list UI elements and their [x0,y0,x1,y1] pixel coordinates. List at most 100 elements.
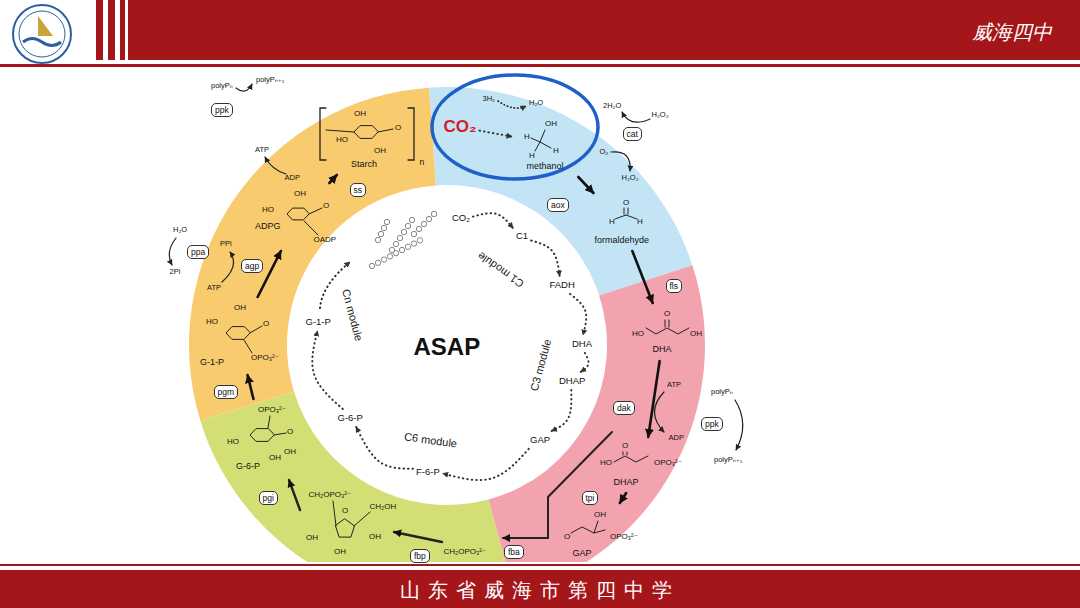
atom-label: HO [262,206,274,215]
enzyme-box: cat [623,127,642,141]
sugar-ring [250,429,274,442]
footer-line [0,564,1080,566]
node-text: G-6-P [236,461,260,471]
atom-label: O [623,199,629,208]
enzyme-box: fbp [410,549,430,563]
node-text: fba [508,547,520,557]
starch-granule-icon [384,219,389,224]
node-text: pgi [263,493,274,503]
molecule: formaldehyde [588,196,654,248]
cofactor-label: PPi [220,240,232,248]
atom-label: OH [594,511,606,520]
atom-label: H [553,147,559,156]
node-text: formaldehyde [595,235,650,245]
atom-label: H [637,218,643,227]
node-text: ppk [705,419,719,429]
bond-line [614,452,648,462]
school-name-mark: 威海四中 [972,21,1052,43]
atom-label: HO [206,318,218,327]
bond-line [244,326,262,353]
node-text: pgm [218,387,235,397]
node-text: methanol [527,161,564,171]
atom-label: HO [227,438,239,447]
node-text: GAP [573,548,592,558]
enzyme-box: ppk [701,417,723,431]
dotted-arrow [552,390,572,431]
node-text: cat [627,129,638,139]
starch-granule-icon [381,225,386,230]
molecule: Starch [318,106,422,172]
cofactor-label: 2H₂O [603,102,621,110]
enzyme-box: ppk [211,103,233,117]
starch-granule-icon [411,231,416,236]
atom-label: OPO₃²⁻ [610,533,638,542]
module-intermediate: DHAP [559,375,585,387]
polymer-bracket [320,108,414,160]
cofactor-label: ADP [285,174,300,182]
node-text: Starch [351,159,377,169]
module-label: C3 module [527,338,552,393]
atom-label: OPO₃²⁻ [654,459,682,468]
cofactor-label: polyPₙ₊₁ [256,76,284,84]
header-stripe [120,0,125,60]
module-intermediate: GAP [530,434,550,446]
atom-label: O [564,533,570,542]
cofactor-label: 3H₂ [483,95,496,103]
module-label: Cn module [339,288,364,343]
bond-line [615,208,637,219]
starch-granule-icon [397,235,402,240]
dotted-arrow [498,101,526,108]
cycle-arrow [236,84,252,91]
node-text: ss [354,185,363,195]
atom-label: CH₂OH [370,503,397,512]
cofactor-label: polyPₙ [711,388,733,396]
header-bar [128,0,1080,60]
footer-ground [0,562,1080,608]
atom-label: HO [336,136,348,145]
starch-granule-icon [405,244,410,249]
cofactor-label: H₂O₂ [622,174,639,182]
dotted-arrow [312,331,342,409]
atom-label: OH [369,533,381,542]
cycle-arrow [735,400,743,450]
enzyme-box: fls [666,279,683,293]
starch-granule-icon [375,237,380,242]
bond-line [304,208,322,235]
atom-label: H [609,218,615,227]
atom-label: OPO₃²⁻ [251,354,279,363]
enzyme-box: dak [613,401,635,415]
starch-granule-icon [416,226,421,231]
pathway-arrow [329,175,336,183]
cofactor-label: O₂ [600,148,609,156]
cofactor-label: ATP [207,284,221,292]
node-text: G-6-P [338,413,363,424]
node-text: DHA [653,344,672,354]
atom-label: H [529,152,535,161]
cycle-arrow [169,238,176,265]
node-text: DHAP [559,376,585,387]
module-intermediate: CO₂ [452,212,470,224]
atom-label: HO [600,459,612,468]
enzyme-box: agp [241,259,263,273]
school-logo [19,11,65,57]
cofactor-label: polyPₙ₊₁ [714,456,742,464]
bond-line [326,129,393,132]
cofactor-label: ATP [255,146,269,154]
atom-label: OPO₃²⁻ [258,406,286,415]
atom-label: OH [284,448,296,457]
node-text: ppk [215,105,229,115]
atom-label: CH₂OPO₃²⁻ [309,491,352,500]
starch-granule-icon [393,241,398,246]
module-intermediate: C1 [516,230,528,242]
highlight-ellipse [432,75,598,179]
sugar-ring [287,208,309,220]
starch-granule-icon [405,223,410,228]
enzyme-box: pgm [214,385,239,399]
node-text: CO₂ [444,117,477,137]
atom-label: OH [334,548,346,557]
dotted-arrow [473,213,513,228]
node-text: G-1-P [200,357,224,367]
node-text: fbp [414,551,426,561]
